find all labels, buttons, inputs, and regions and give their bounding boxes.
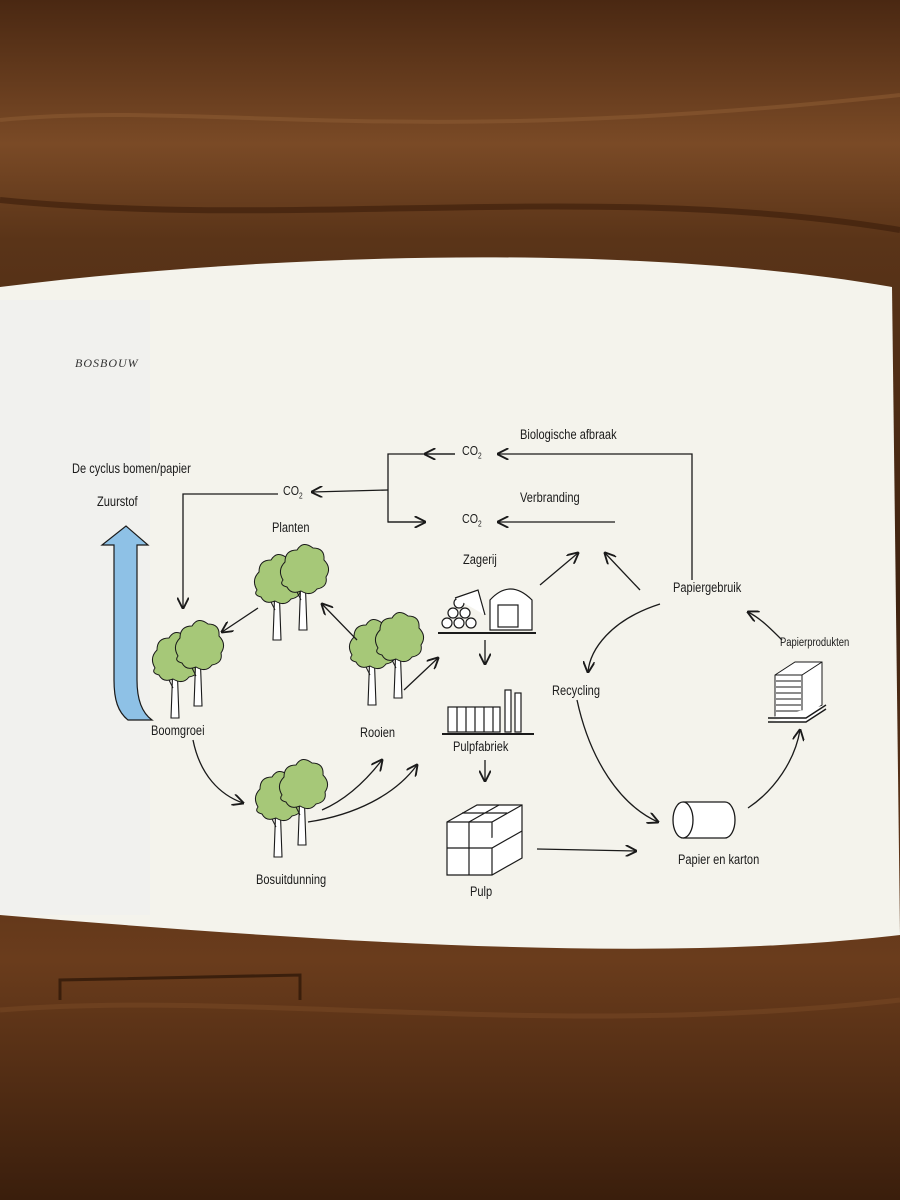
pulp-bales-icon <box>446 804 523 876</box>
pulpfabriek-label: Pulpfabriek <box>453 739 509 754</box>
pulp-factory-icon <box>442 689 534 735</box>
paper-products-icon <box>768 661 827 723</box>
sawmill-icon <box>438 588 536 634</box>
oxygen-label: Zuurstof <box>97 494 138 509</box>
pulp-label: Pulp <box>470 884 493 899</box>
paper-roll-icon <box>672 801 736 839</box>
papier-karton-label: Papier en karton <box>678 852 760 867</box>
incineration-label: Verbranding <box>520 490 580 505</box>
diagram-title: De cyclus bomen/papier <box>72 461 191 476</box>
book-page <box>0 257 900 949</box>
oxygen-arrow <box>100 525 154 721</box>
bosuitdunning-label: Bosuitdunning <box>256 872 327 887</box>
boomgroei-label: Boomgroei <box>151 723 205 738</box>
co2-label-bottom: CO2 <box>462 511 482 529</box>
co2-label-top: CO2 <box>462 443 482 461</box>
biological-decay-label: Biologische afbraak <box>520 427 617 442</box>
rooien-label: Rooien <box>360 725 396 740</box>
flow-arrows <box>183 454 800 851</box>
papiergebruik-label: Papiergebruik <box>673 580 742 595</box>
zagerij-label: Zagerij <box>463 552 497 567</box>
co2-label-left: CO2 <box>283 483 303 501</box>
papierprodukten-label: Papierprodukten <box>780 637 850 649</box>
recycling-label: Recycling <box>552 683 600 698</box>
section-header: BOSBOUW <box>75 356 139 370</box>
planten-label: Planten <box>272 520 310 535</box>
